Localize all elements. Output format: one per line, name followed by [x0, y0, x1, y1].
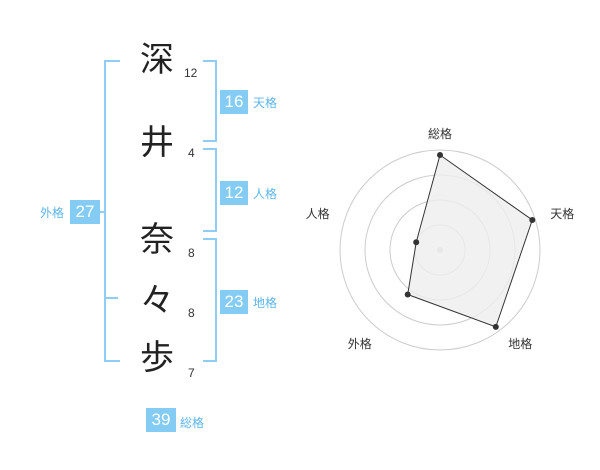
gaikaku-split-tick: [104, 297, 118, 299]
radar-point-4: [404, 291, 411, 298]
radar-axis-label-5: 人格: [306, 206, 330, 221]
soukaku-value-badge: 39: [146, 408, 176, 432]
radar-point-3: [492, 323, 499, 330]
tenkaku-bracket: [203, 60, 217, 142]
name-char-5: 歩: [140, 338, 174, 378]
jinkaku-value-badge: 12: [220, 181, 248, 205]
gaikaku-connector: [96, 211, 106, 213]
jinkaku-bracket: [203, 148, 217, 232]
gaikaku-value-badge: 27: [70, 200, 100, 224]
radar-axis-label-4: 外格: [348, 336, 372, 351]
radar-point-1: [437, 152, 443, 158]
stroke-count-3: 8: [188, 246, 195, 260]
chikaku-bracket: [203, 238, 217, 362]
soukaku-label: 総格: [180, 416, 205, 430]
radar-axis-label-3: 地格: [508, 336, 532, 351]
stroke-count-4: 8: [188, 306, 195, 320]
stroke-count-5: 7: [188, 366, 195, 380]
tenkaku-label: 天格: [253, 96, 278, 110]
tenkaku-value-badge: 16: [220, 90, 248, 114]
radar-axis-label-1: 総格: [428, 126, 452, 141]
chikaku-label: 地格: [253, 296, 278, 310]
name-char-2: 井: [140, 123, 174, 163]
radar-point-5: [413, 239, 420, 246]
jinkaku-label: 人格: [253, 187, 278, 201]
radar-polygon: [407, 154, 533, 328]
radar-ring-4: [339, 149, 541, 351]
radar-point-2: [529, 217, 536, 223]
gaikaku-label: 外格: [40, 206, 65, 220]
stroke-count-1: 12: [184, 66, 198, 80]
name-char-3: 奈: [140, 220, 174, 260]
stroke-count-2: 4: [188, 146, 195, 160]
chikaku-value-badge: 23: [220, 290, 248, 314]
name-char-4: 々: [140, 281, 174, 321]
radar-axis-label-2: 天格: [550, 206, 574, 221]
name-char-1: 深: [140, 40, 174, 80]
radar-series: [404, 152, 536, 330]
